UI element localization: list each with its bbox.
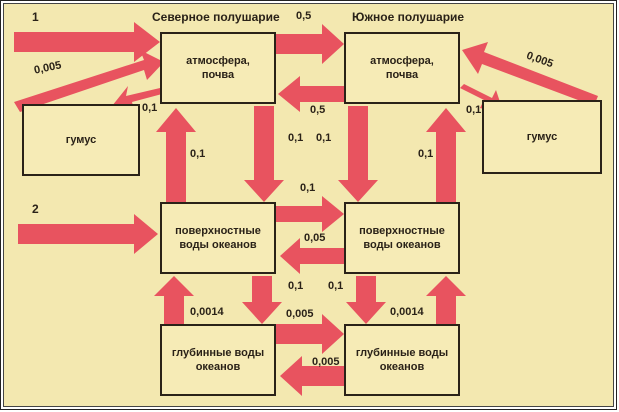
input-label-1: 1 <box>32 10 39 24</box>
arrow-atm-s-down <box>338 106 378 202</box>
header-south: Южное полушарие <box>352 10 465 24</box>
arrow-atm-n-down <box>244 106 284 202</box>
box-deep-north: глубинные воды океанов <box>160 324 276 396</box>
flow-atm-s-down: 0,1 <box>316 132 332 144</box>
flow-surf-s-up: 0,1 <box>418 148 434 160</box>
arrow-deep-s-up <box>426 276 466 324</box>
box-humus-right-label: гумус <box>526 131 558 143</box>
arrow-input-2 <box>18 214 158 254</box>
arrow-deep-s-to-n <box>280 356 344 396</box>
box-humus-left: гумус <box>22 104 140 176</box>
box-deep-north-label: глубинные воды океанов <box>171 347 265 373</box>
box-deep-south: глубинные воды океанов <box>344 324 460 396</box>
flow-atm-to-humus-r: 0,1 <box>466 104 482 116</box>
arrow-surf-n-down <box>242 276 282 324</box>
arrow-atm-s-to-n <box>278 76 344 112</box>
diagram-canvas: атмосфера, почва атмосфера, почва гумус … <box>3 3 614 407</box>
flow-surf-n-up: 0,1 <box>190 148 206 160</box>
arrow-surf-n-up <box>156 108 196 202</box>
arrow-atm-n-to-s <box>274 24 344 64</box>
arrow-surf-s-to-n <box>280 238 344 274</box>
input-label-2: 2 <box>32 202 39 216</box>
box-surface-north: поверхностные воды океанов <box>160 202 276 274</box>
flow-deep-n-to-s: 0,005 <box>286 308 314 320</box>
box-humus-right: гумус <box>482 100 602 174</box>
flow-atm-s-to-n: 0,5 <box>310 104 326 116</box>
box-atmosphere-north: атмосфера, почва <box>160 32 276 104</box>
flow-deep-s-up: 0,0014 <box>390 306 424 318</box>
arrow-surf-s-down <box>346 276 386 324</box>
box-surface-south: поверхностные воды океанов <box>344 202 460 274</box>
flow-surf-s-down: 0,1 <box>328 280 344 292</box>
box-deep-south-label: глубинные воды океанов <box>355 347 449 373</box>
box-surface-north-label: поверхностные воды океанов <box>175 225 261 251</box>
flow-deep-s-to-n: 0,005 <box>312 356 340 368</box>
flow-deep-n-up: 0,0014 <box>190 306 224 318</box>
box-atmosphere-south: атмосфера, почва <box>344 32 460 104</box>
flow-surf-n-to-s: 0,1 <box>300 182 316 194</box>
box-humus-left-label: гумус <box>65 134 97 146</box>
arrow-input-1 <box>14 22 160 62</box>
flow-surf-n-down: 0,1 <box>288 280 304 292</box>
header-north: Северное полушарие <box>152 10 280 24</box>
flow-atm-n-to-s: 0,5 <box>296 10 312 22</box>
arrow-humus-l-to-atm <box>14 50 164 112</box>
box-surface-south-label: поверхностные воды океанов <box>359 225 445 251</box>
flow-atm-to-humus-l: 0,1 <box>142 102 158 114</box>
arrow-surf-s-up <box>426 108 466 202</box>
arrow-humus-r-to-atm <box>462 42 598 106</box>
flow-atm-n-down: 0,1 <box>288 132 304 144</box>
arrow-deep-n-up <box>154 276 194 324</box>
arrow-surf-n-to-s <box>274 196 344 232</box>
box-atmosphere-south-label: атмосфера, почва <box>370 55 434 81</box>
flow-arrows <box>14 22 598 396</box>
flow-surf-s-to-n: 0,05 <box>304 232 326 244</box>
box-atmosphere-north-label: атмосфера, почва <box>186 55 250 81</box>
arrow-deep-n-to-s <box>276 314 344 354</box>
